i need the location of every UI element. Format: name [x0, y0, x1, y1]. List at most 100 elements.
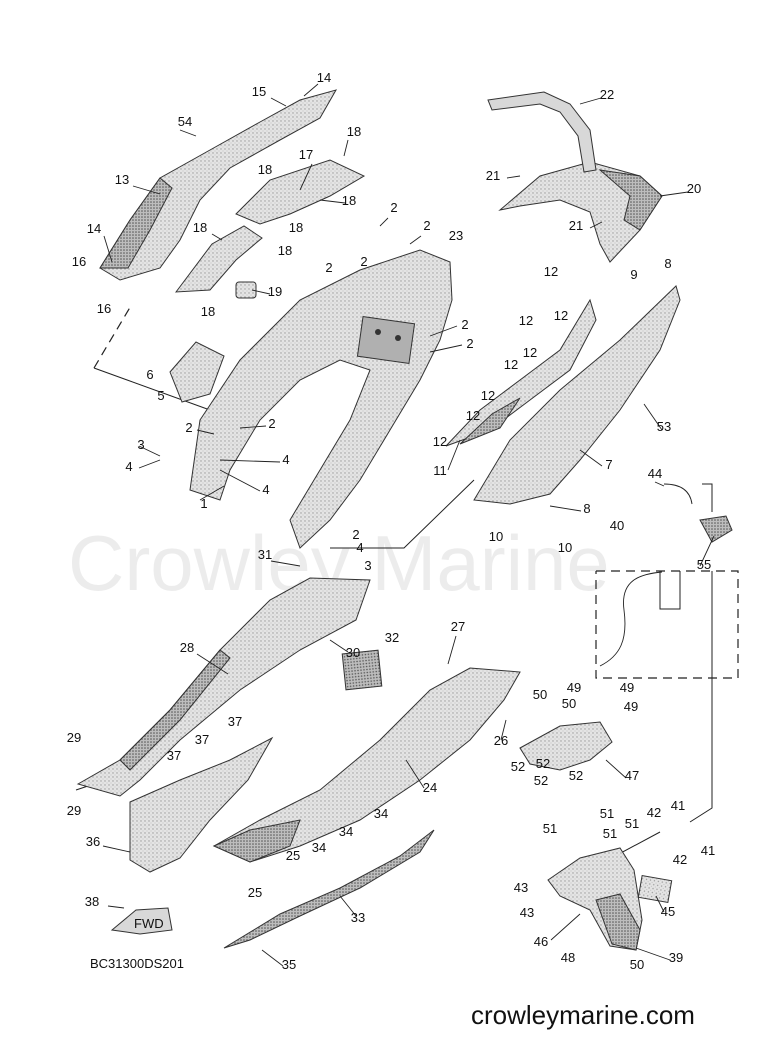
callout-c51b: 51: [600, 806, 614, 821]
callout-c12c: 12: [554, 308, 568, 323]
callout-c52d: 52: [569, 768, 583, 783]
callout-c9: 9: [630, 267, 637, 282]
callout-c44: 44: [648, 466, 662, 481]
callout-c2i: 2: [352, 527, 359, 542]
part-17-bracket: [235, 159, 366, 225]
part-7-right-cover: [473, 285, 681, 505]
callout-c34a: 34: [312, 840, 326, 855]
part-32-panel: [341, 649, 383, 691]
callout-c37c: 37: [167, 748, 181, 763]
callout-c24: 24: [423, 780, 437, 795]
part-36-front-panel: [129, 736, 274, 873]
callout-c43a: 43: [514, 880, 528, 895]
fwd-label: FWD: [134, 916, 164, 931]
callout-c10a: 10: [489, 529, 503, 544]
callout-c20: 20: [687, 181, 701, 196]
callout-c4a: 4: [125, 459, 132, 474]
part-19-pad: [235, 281, 257, 299]
callout-c28: 28: [180, 640, 194, 655]
callout-c18d: 18: [193, 220, 207, 235]
callout-c4c: 4: [262, 482, 269, 497]
callout-c46: 46: [534, 934, 548, 949]
callout-c2a: 2: [390, 200, 397, 215]
fwd-arrow: FWD: [110, 907, 173, 935]
part-13-dark-edge: [99, 177, 173, 269]
callout-c5: 5: [157, 388, 164, 403]
callout-c21b: 21: [569, 218, 583, 233]
part-18-inner-panel: [174, 225, 263, 293]
site-footer-link[interactable]: crowleymarine.com: [471, 1000, 695, 1030]
part-22-grab-rail: [487, 91, 597, 173]
callout-c40: 40: [610, 518, 624, 533]
callout-c41b: 41: [701, 843, 715, 858]
callout-c8b: 8: [583, 501, 590, 516]
part-33-bottom-strip: [223, 829, 435, 949]
callout-c37b: 37: [195, 732, 209, 747]
callout-c12e: 12: [504, 357, 518, 372]
part-39-dark-tip: [595, 893, 641, 951]
part-5-shield: [169, 341, 225, 403]
callout-c21a: 21: [486, 168, 500, 183]
callout-c12g: 12: [466, 408, 480, 423]
callout-c50a: 50: [533, 687, 547, 702]
callout-c14b: 14: [87, 221, 101, 236]
callout-c47: 47: [625, 768, 639, 783]
callout-c52c: 52: [534, 773, 548, 788]
mount-hole: [395, 335, 401, 341]
callout-c38: 38: [85, 894, 99, 909]
callout-c48: 48: [561, 950, 575, 965]
callout-c2f: 2: [466, 336, 473, 351]
callout-c18g: 18: [201, 304, 215, 319]
callout-c25b: 25: [248, 885, 262, 900]
callout-c11: 11: [433, 463, 447, 478]
callout-c2d: 2: [360, 254, 367, 269]
callout-c29b: 29: [67, 803, 81, 818]
callout-c2h: 2: [268, 416, 275, 431]
callout-c55: 55: [697, 557, 711, 572]
callout-c18b: 18: [258, 162, 272, 177]
callout-c51a: 51: [543, 821, 557, 836]
callout-c7: 7: [605, 457, 612, 472]
callout-c4d: 4: [356, 540, 363, 555]
callout-c36: 36: [86, 834, 100, 849]
callout-c16a: 16: [72, 254, 86, 269]
part-45-plate: [637, 874, 673, 904]
callout-c2e: 2: [461, 317, 468, 332]
callout-c3b: 3: [364, 558, 371, 573]
callout-c15: 15: [252, 84, 266, 99]
callout-c12h: 12: [433, 434, 447, 449]
callout-c31: 31: [258, 547, 272, 562]
leader-lines: [102, 83, 715, 967]
callout-c10b: 10: [558, 540, 572, 555]
part-20-dark-edge: [598, 169, 663, 231]
callout-c42a: 42: [647, 805, 661, 820]
part-55-connector: [699, 515, 733, 543]
callout-c51d: 51: [625, 816, 639, 831]
callout-c37a: 37: [228, 714, 242, 729]
part-11-dark-strip: [459, 397, 521, 445]
callout-c26: 26: [494, 733, 508, 748]
callout-c42b: 42: [673, 852, 687, 867]
part-47-bracket: [519, 721, 613, 771]
callout-c34b: 34: [339, 824, 353, 839]
callout-c16b: 16: [97, 301, 111, 316]
callout-c18f: 18: [278, 243, 292, 258]
callout-c35: 35: [282, 957, 296, 972]
part-40-harness: [599, 571, 663, 667]
callout-c12f: 12: [481, 388, 495, 403]
part-44-wire: [663, 483, 693, 505]
callout-c29a: 29: [67, 730, 81, 745]
callout-c2b: 2: [423, 218, 430, 233]
callout-c41a: 41: [671, 798, 685, 813]
callout-c18c: 18: [342, 193, 356, 208]
part-11-inner-cover: [445, 298, 597, 447]
callout-c51c: 51: [603, 826, 617, 841]
part-24-dark-lower: [212, 819, 301, 863]
callout-c14a: 14: [317, 70, 331, 85]
callout-c13: 13: [115, 172, 129, 187]
callout-c27: 27: [451, 619, 465, 634]
part-13-upper-panel: [99, 89, 338, 281]
callout-c53: 53: [657, 419, 671, 434]
